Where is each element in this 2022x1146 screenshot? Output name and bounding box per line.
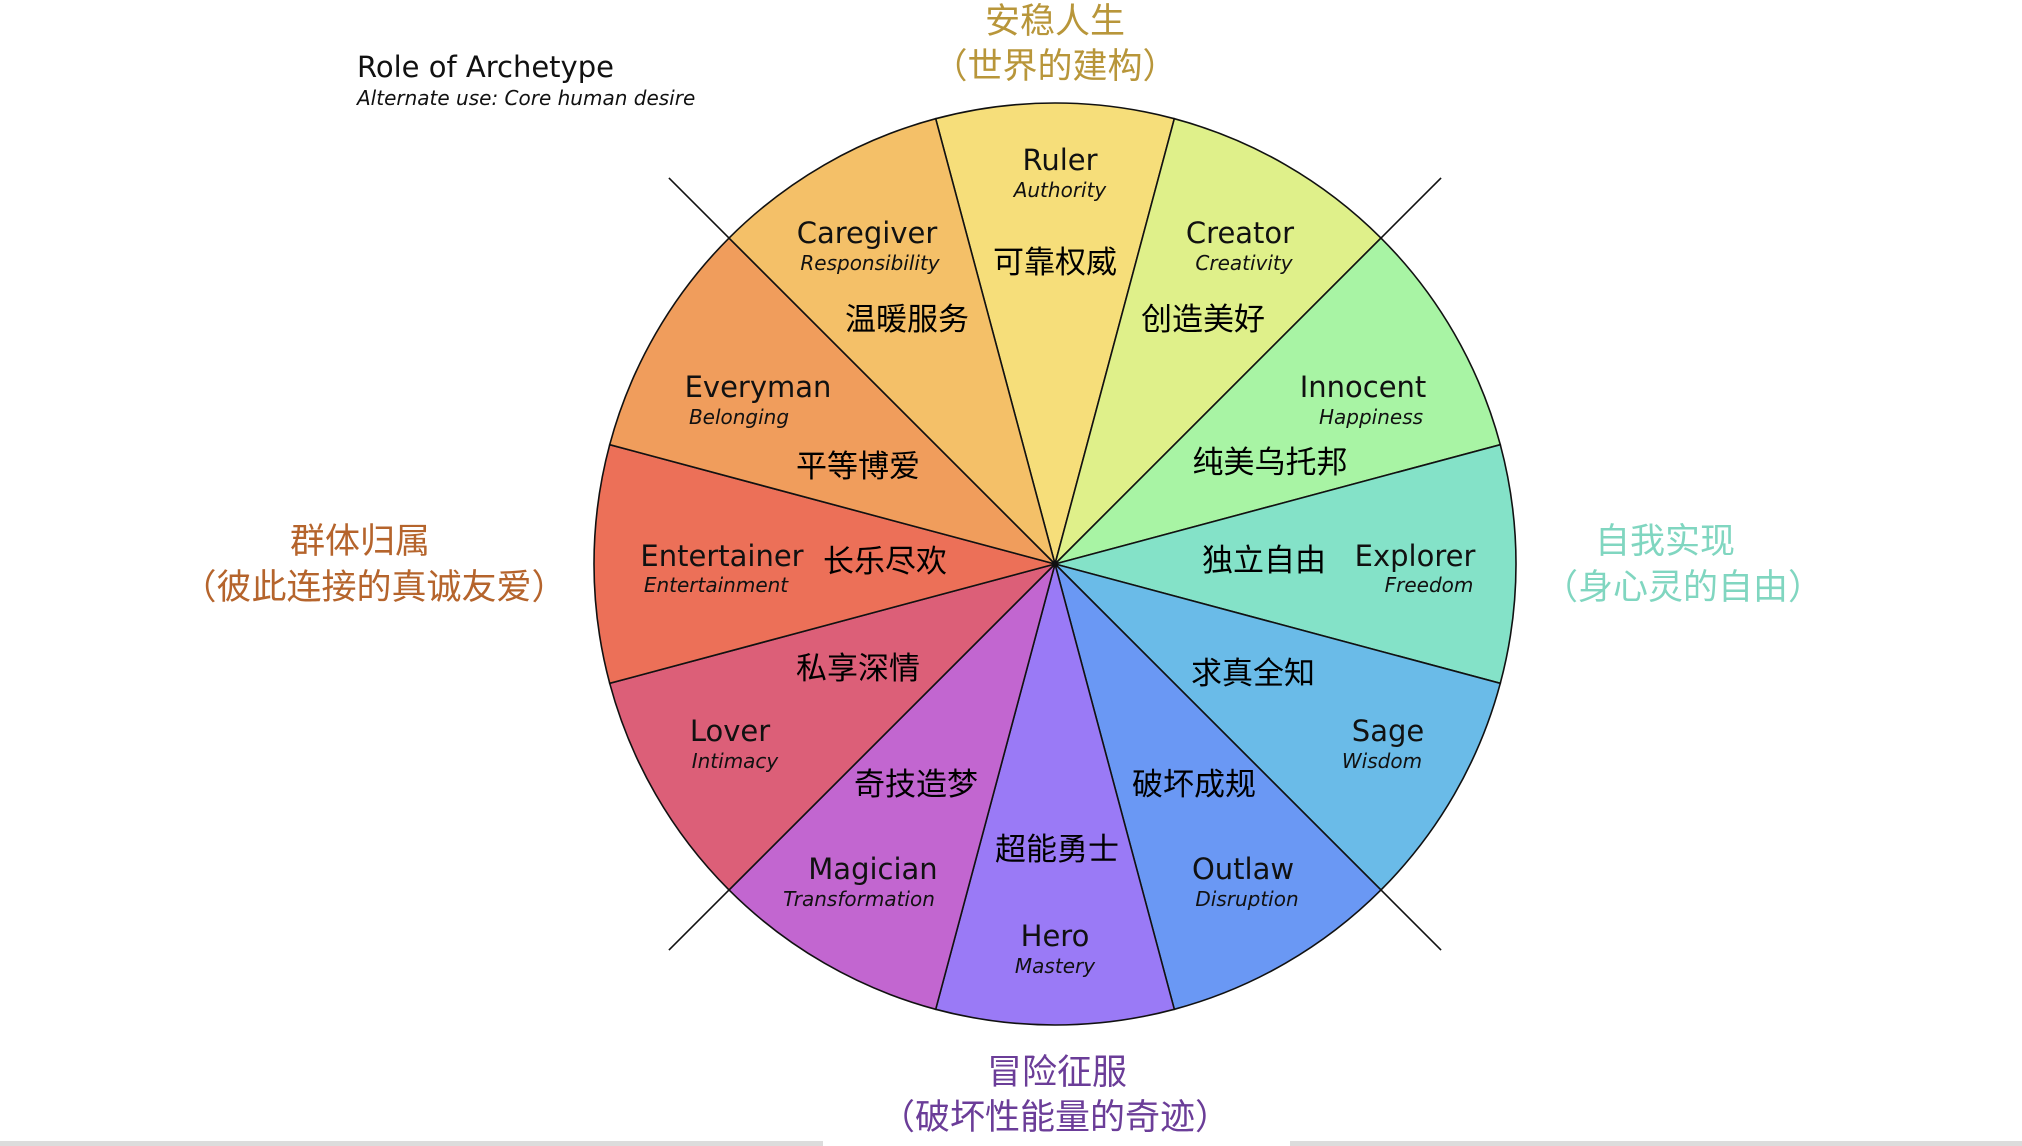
slice-ruler: [934, 102, 1176, 568]
archetype-desire-everyman: Belonging: [689, 405, 789, 429]
archetype-name-caregiver: Caregiver: [797, 216, 938, 250]
archetype-name-innocent: Innocent: [1300, 370, 1427, 404]
slice-creator: [1053, 117, 1383, 567]
archetype-name-explorer: Explorer: [1355, 539, 1476, 573]
archetype-cn-ruler: 可靠权威: [993, 245, 1117, 281]
archetype-desire-magician: Transformation: [783, 887, 935, 911]
archetype-cn-magician: 奇技造梦: [854, 767, 978, 803]
diagram-title: Role of Archetype: [357, 50, 614, 84]
archetype-desire-ruler: Authority: [1012, 178, 1108, 202]
bottom-bar-left: [0, 1141, 823, 1146]
quadrant-top-title: 安稳人生: [985, 2, 1125, 42]
archetype-name-ruler: Ruler: [1022, 143, 1097, 177]
archetype-desire-hero: Mastery: [1015, 954, 1096, 978]
archetype-desire-innocent: Happiness: [1319, 405, 1423, 429]
archetype-desire-outlaw: Disruption: [1195, 887, 1298, 911]
archetype-cn-sage: 求真全知: [1191, 656, 1315, 692]
quadrant-bottom-subtitle: （破坏性能量的奇迹）: [880, 1098, 1230, 1138]
archetype-cn-innocent: 纯美乌托邦: [1193, 445, 1348, 481]
archetype-name-entertainer: Entertainer: [640, 539, 803, 573]
archetype-cn-explorer: 独立自由: [1202, 543, 1326, 579]
archetype-name-lover: Lover: [690, 714, 770, 748]
archetype-cn-everyman: 平等博爱: [796, 449, 920, 485]
quadrant-bottom-title: 冒险征服: [987, 1053, 1127, 1093]
archetype-name-magician: Magician: [808, 852, 937, 886]
archetype-desire-entertainer: Entertainment: [644, 573, 789, 597]
quadrant-right-title: 自我实现: [1595, 522, 1735, 562]
slice-caregiver: [727, 117, 1057, 567]
archetype-desire-creator: Creativity: [1195, 251, 1293, 275]
slice-lover: [608, 562, 1058, 892]
diagram-subtitle: Alternate use: Core human desire: [355, 86, 695, 110]
quadrant-left-title: 群体归属: [290, 522, 430, 562]
quadrant-divider-line: [1380, 889, 1442, 951]
archetype-desire-lover: Intimacy: [692, 749, 780, 773]
archetype-cn-outlaw: 破坏成规: [1132, 767, 1256, 803]
quadrant-divider-line: [1380, 177, 1442, 239]
slice-explorer: [1051, 443, 1517, 685]
archetype-name-sage: Sage: [1352, 714, 1424, 748]
slice-everyman: [608, 236, 1058, 566]
wheel-slices: [593, 102, 1517, 1026]
archetype-cn-entertainer: 长乐尽欢: [823, 544, 947, 580]
quadrant-divider-lines: [668, 177, 1442, 951]
archetype-desire-explorer: Freedom: [1385, 573, 1474, 597]
archetype-name-everyman: Everyman: [685, 370, 832, 404]
archetype-cn-hero: 超能勇士: [995, 832, 1119, 868]
quadrant-divider-line: [668, 889, 730, 951]
archetype-name-hero: Hero: [1021, 919, 1090, 953]
archetype-name-creator: Creator: [1186, 216, 1294, 250]
slice-innocent: [1052, 236, 1502, 566]
quadrant-right-subtitle: （身心灵的自由）: [1543, 568, 1823, 608]
bottom-bar-right: [1290, 1141, 2022, 1146]
quadrant-left-subtitle: （彼此连接的真诚友爱）: [181, 568, 566, 608]
archetype-cn-caregiver: 温暖服务: [845, 302, 969, 338]
archetype-desire-caregiver: Responsibility: [800, 251, 940, 275]
archetype-desire-sage: Wisdom: [1342, 749, 1422, 773]
slice-entertainer: [593, 443, 1059, 685]
quadrant-divider-line: [668, 177, 730, 239]
slice-sage: [1052, 562, 1502, 892]
archetype-cn-lover: 私享深情: [796, 651, 920, 687]
archetype-name-outlaw: Outlaw: [1192, 852, 1294, 886]
archetype-cn-creator: 创造美好: [1141, 302, 1265, 338]
slice-outlaw: [1053, 561, 1383, 1011]
slice-hero: [934, 560, 1176, 1026]
quadrant-top-subtitle: （世界的建构）: [932, 47, 1177, 87]
slice-magician: [727, 561, 1057, 1011]
